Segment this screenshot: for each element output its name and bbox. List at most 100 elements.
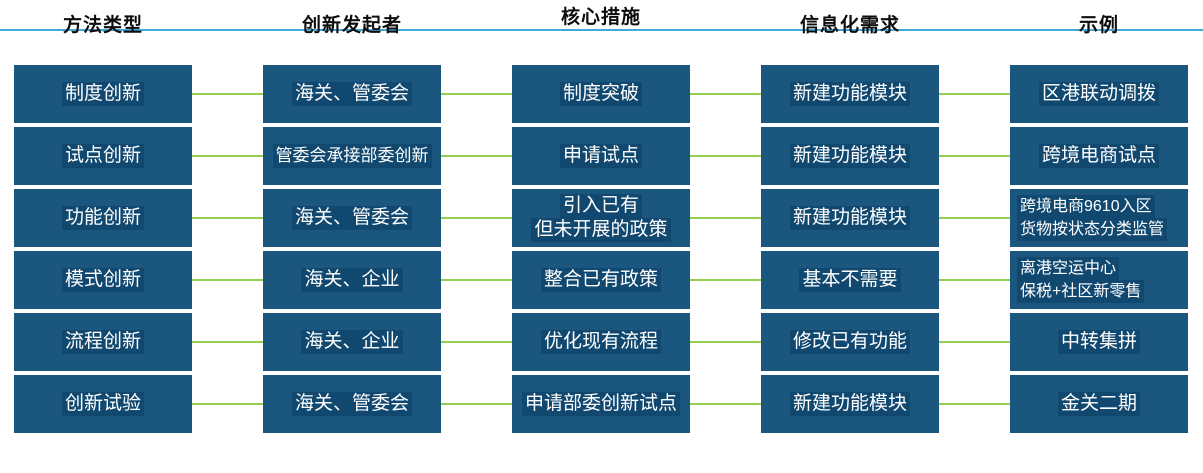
node-label-line-2: 货物按状态分类监管 xyxy=(1017,218,1168,241)
node-measure: 引入已有 但未开展的政策 xyxy=(512,189,690,247)
header-it-need: 信息化需求 xyxy=(799,15,900,36)
connector-line xyxy=(192,403,263,405)
node-example: 跨境电商试点 xyxy=(1010,127,1188,185)
connector-line xyxy=(441,217,512,219)
header-example: 示例 xyxy=(1078,15,1119,36)
connector-line xyxy=(690,93,761,95)
node-example: 金关二期 xyxy=(1010,375,1188,433)
node-method-type: 制度创新 xyxy=(14,65,192,123)
connector-line xyxy=(939,217,1010,219)
diagram-row-5: 流程创新 海关、企业 优化现有流程 修改已有功能 中转集拼 xyxy=(14,313,1188,371)
connector-line xyxy=(939,341,1010,343)
node-label: 管委会承接部委创新 xyxy=(272,144,432,168)
node-initiator: 海关、管委会 xyxy=(263,189,441,247)
connector-line xyxy=(192,279,263,281)
node-label-line-2: 保税+社区新零售 xyxy=(1017,280,1145,303)
node-it-need: 新建功能模块 xyxy=(761,375,939,433)
node-label-line-2: 但未开展的政策 xyxy=(531,218,671,242)
node-label: 制度突破 xyxy=(559,82,642,106)
node-it-need: 新建功能模块 xyxy=(761,127,939,185)
node-label: 创新试验 xyxy=(61,392,144,416)
connector-line xyxy=(192,93,263,95)
node-label: 修改已有功能 xyxy=(789,330,910,354)
node-it-need: 基本不需要 xyxy=(761,251,939,309)
connector-line xyxy=(939,403,1010,405)
node-measure: 优化现有流程 xyxy=(512,313,690,371)
node-label: 新建功能模块 xyxy=(789,206,910,230)
table-header: 方法类型 创新发起者 核心措施 信息化需求 示例 xyxy=(0,0,1203,36)
node-label: 申请试点 xyxy=(559,144,642,168)
node-label: 功能创新 xyxy=(61,206,144,230)
node-label-line-1: 跨境电商9610入区 xyxy=(1017,195,1155,218)
node-label: 制度创新 xyxy=(61,82,144,106)
node-initiator: 海关、企业 xyxy=(263,251,441,309)
diagram-row-1: 制度创新 海关、管委会 制度突破 新建功能模块 区港联动调拨 xyxy=(14,65,1188,123)
node-measure: 制度突破 xyxy=(512,65,690,123)
node-label: 海关、企业 xyxy=(301,268,403,292)
node-label: 中转集拼 xyxy=(1057,330,1140,354)
header-core-measure: 核心措施 xyxy=(560,7,641,28)
node-measure: 申请试点 xyxy=(512,127,690,185)
connector-line xyxy=(939,155,1010,157)
node-method-type: 模式创新 xyxy=(14,251,192,309)
node-example: 区港联动调拨 xyxy=(1010,65,1188,123)
header-method-type: 方法类型 xyxy=(62,15,143,36)
node-label: 整合已有政策 xyxy=(540,268,661,292)
node-label: 新建功能模块 xyxy=(789,82,910,106)
node-measure: 整合已有政策 xyxy=(512,251,690,309)
node-initiator: 海关、企业 xyxy=(263,313,441,371)
connector-line xyxy=(690,155,761,157)
node-example: 跨境电商9610入区 货物按状态分类监管 xyxy=(1010,189,1188,247)
node-label: 海关、管委会 xyxy=(291,206,412,230)
node-label: 试点创新 xyxy=(61,144,144,168)
connector-line xyxy=(690,341,761,343)
node-initiator: 管委会承接部委创新 xyxy=(263,127,441,185)
connector-line xyxy=(441,155,512,157)
node-label: 海关、管委会 xyxy=(291,82,412,106)
node-label: 海关、管委会 xyxy=(291,392,412,416)
connector-line xyxy=(192,155,263,157)
node-example: 离港空运中心 保税+社区新零售 xyxy=(1010,251,1188,309)
connector-line xyxy=(441,403,512,405)
node-method-type: 创新试验 xyxy=(14,375,192,433)
innovation-matrix: 制度创新 海关、管委会 制度突破 新建功能模块 区港联动调拨 试点创新 管委会承… xyxy=(0,31,1203,433)
connector-line xyxy=(690,403,761,405)
node-method-type: 试点创新 xyxy=(14,127,192,185)
connector-line xyxy=(690,217,761,219)
node-label: 新建功能模块 xyxy=(789,144,910,168)
connector-line xyxy=(441,279,512,281)
node-label-line-1: 引入已有 xyxy=(559,194,642,218)
connector-line xyxy=(690,279,761,281)
node-label: 跨境电商试点 xyxy=(1038,144,1159,168)
connector-line xyxy=(939,279,1010,281)
node-method-type: 流程创新 xyxy=(14,313,192,371)
header-divider-line xyxy=(0,29,1203,31)
node-label: 优化现有流程 xyxy=(540,330,661,354)
diagram-row-4: 模式创新 海关、企业 整合已有政策 基本不需要 离港空运中心 保税+社区新零售 xyxy=(14,251,1188,309)
node-label: 金关二期 xyxy=(1057,392,1140,416)
node-label: 流程创新 xyxy=(61,330,144,354)
header-initiator: 创新发起者 xyxy=(301,15,402,36)
connector-line xyxy=(192,341,263,343)
node-it-need: 修改已有功能 xyxy=(761,313,939,371)
node-label-line-1: 离港空运中心 xyxy=(1017,257,1120,280)
node-label: 新建功能模块 xyxy=(789,392,910,416)
node-it-need: 新建功能模块 xyxy=(761,189,939,247)
diagram-row-6: 创新试验 海关、管委会 申请部委创新试点 新建功能模块 金关二期 xyxy=(14,375,1188,433)
node-it-need: 新建功能模块 xyxy=(761,65,939,123)
connector-line xyxy=(441,341,512,343)
node-label: 海关、企业 xyxy=(301,330,403,354)
node-label: 模式创新 xyxy=(61,268,144,292)
node-measure: 申请部委创新试点 xyxy=(512,375,690,433)
connector-line xyxy=(192,217,263,219)
connector-line xyxy=(441,93,512,95)
node-example: 中转集拼 xyxy=(1010,313,1188,371)
connector-line xyxy=(939,93,1010,95)
node-initiator: 海关、管委会 xyxy=(263,375,441,433)
node-label: 基本不需要 xyxy=(799,268,901,292)
diagram-row-2: 试点创新 管委会承接部委创新 申请试点 新建功能模块 跨境电商试点 xyxy=(14,127,1188,185)
node-initiator: 海关、管委会 xyxy=(263,65,441,123)
node-label: 区港联动调拨 xyxy=(1038,82,1159,106)
node-method-type: 功能创新 xyxy=(14,189,192,247)
node-label: 申请部委创新试点 xyxy=(521,392,680,416)
